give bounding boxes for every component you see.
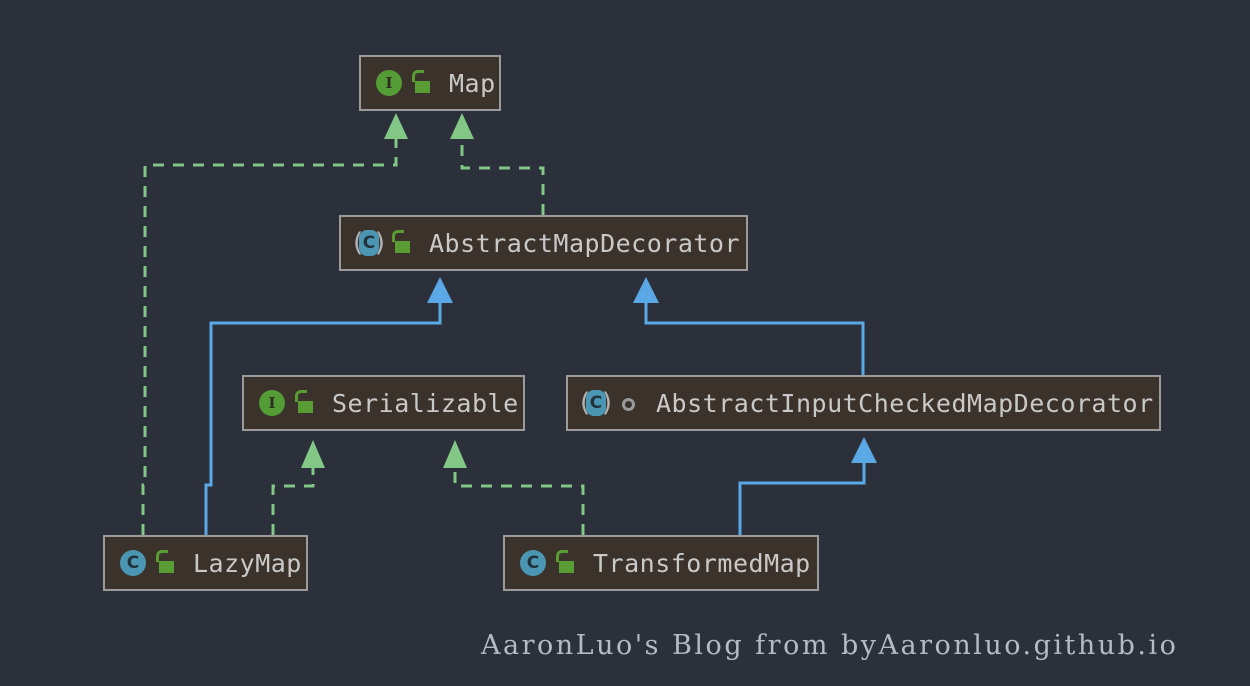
abstract-class-icon: ( C ) bbox=[353, 228, 385, 258]
class-node-label: LazyMap bbox=[193, 548, 302, 578]
open-padlock-icon bbox=[155, 550, 177, 575]
class-node-map[interactable]: I Map bbox=[359, 55, 501, 111]
class-node-label: AbstractInputCheckedMapDecorator bbox=[656, 388, 1154, 418]
edge-lazy-map-implements-map bbox=[141, 113, 408, 535]
class-node-abstract-map-decorator[interactable]: ( C ) AbstractMapDecorator bbox=[339, 215, 748, 271]
interface-icon: I bbox=[373, 67, 405, 99]
edge-abstract-input-checked-map-decorator-extends-abstract-map-decorator bbox=[633, 277, 865, 375]
edge-transformed-map-implements-serializable bbox=[443, 440, 585, 535]
footer-watermark: AaronLuo's Blog from byAaronluo.github.i… bbox=[481, 630, 1179, 661]
abstract-class-icon: ( C ) bbox=[580, 388, 612, 418]
class-node-label: Map bbox=[449, 68, 496, 98]
package-private-circle-icon bbox=[618, 391, 640, 415]
edge-abstract-map-decorator-implements-map bbox=[450, 113, 545, 215]
interface-icon: I bbox=[256, 387, 288, 419]
class-node-lazy-map[interactable]: C LazyMap bbox=[103, 535, 308, 591]
open-padlock-icon bbox=[411, 70, 433, 95]
class-node-transformed-map[interactable]: C TransformedMap bbox=[503, 535, 819, 591]
edge-lazy-map-implements-serializable bbox=[271, 440, 325, 535]
open-padlock-icon bbox=[294, 390, 316, 415]
class-node-abstract-input-checked-map-decorator[interactable]: ( C ) AbstractInputCheckedMapDecorator bbox=[566, 375, 1161, 431]
class-node-label: TransformedMap bbox=[593, 548, 811, 578]
edge-transformed-map-extends-abstract-input-checked-map-decorator bbox=[738, 437, 877, 535]
open-padlock-icon bbox=[555, 550, 577, 575]
class-node-serializable[interactable]: I Serializable bbox=[242, 375, 525, 431]
open-padlock-icon bbox=[391, 230, 413, 255]
class-node-label: AbstractMapDecorator bbox=[429, 228, 741, 258]
class-icon: C bbox=[517, 547, 549, 579]
class-icon: C bbox=[117, 547, 149, 579]
class-node-label: Serializable bbox=[332, 388, 519, 418]
